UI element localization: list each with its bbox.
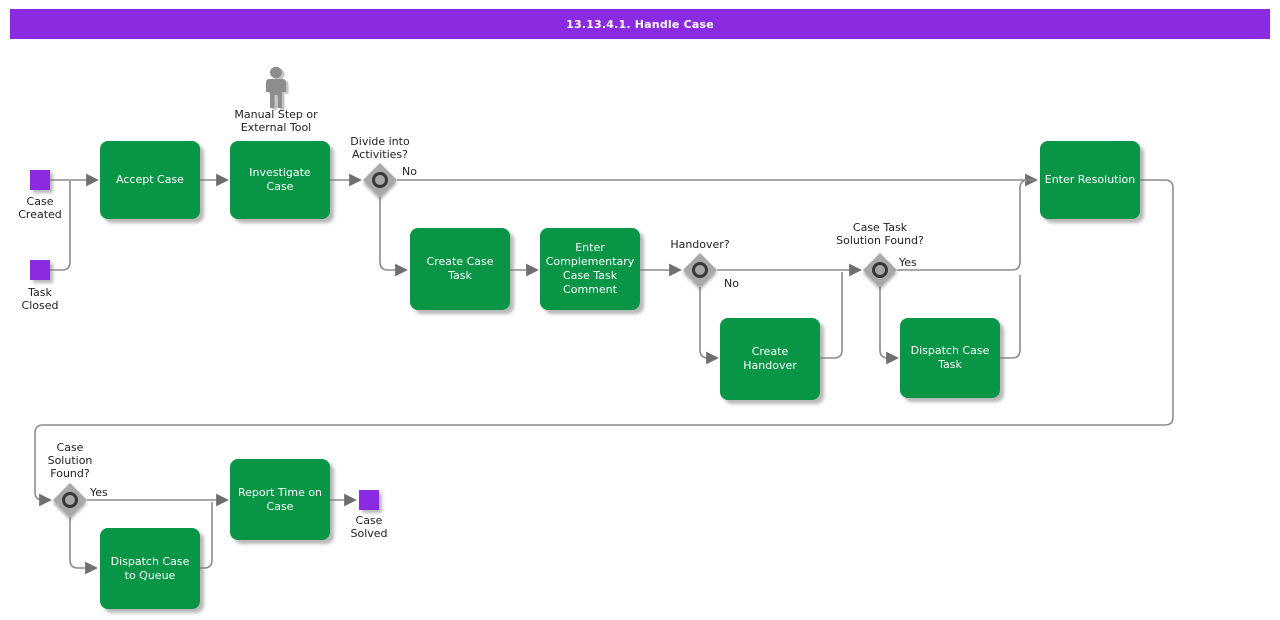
edge-divide-to-create-case-task [379, 197, 408, 277]
gateway-divide-label: Divide into Activities? [350, 135, 410, 161]
activity-dispatch-case-task[interactable]: Dispatch Case Task [900, 318, 1000, 398]
edge-label-case-solution-yes: Yes [90, 486, 108, 499]
event-case-solved[interactable] [359, 490, 379, 510]
edge-create-handover-merge [820, 272, 843, 359]
gateway-ring-icon [692, 262, 708, 278]
event-task-closed-label: Task Closed [21, 286, 59, 312]
edge-label-case-task-solution-yes: Yes [899, 256, 917, 269]
event-case-created-label: Case Created [18, 195, 62, 221]
gateway-ring-icon [872, 262, 888, 278]
manual-step-annotation: Manual Step or External Tool [234, 108, 318, 134]
event-case-solved-label: Case Solved [350, 514, 388, 540]
activity-investigate-case[interactable]: Investigate Case [230, 141, 330, 219]
activity-dispatch-case-task-label: Dispatch Case Task [910, 344, 990, 371]
activity-dispatch-case-to-queue[interactable]: Dispatch Case to Queue [100, 528, 200, 609]
activity-enter-complementary-comment[interactable]: Enter Complementary Case Task Comment [540, 228, 640, 310]
gateway-case-task-solution-found-label: Case Task Solution Found? [836, 221, 924, 247]
activity-enter-resolution[interactable]: Enter Resolution [1040, 141, 1140, 219]
gateway-ring-icon [62, 492, 78, 508]
gateway-handover[interactable] [683, 253, 717, 287]
activity-dispatch-case-to-queue-label: Dispatch Case to Queue [110, 554, 190, 582]
gateway-handover-label: Handover? [670, 238, 730, 251]
activity-accept-case-label: Accept Case [116, 173, 184, 186]
gateway-ring-icon [372, 172, 388, 188]
gateway-case-solution-found-label: Case Solution Found? [47, 441, 93, 480]
edge-ctsf-no-to-dispatch-case-task [879, 287, 899, 365]
activity-create-case-task[interactable]: Create Case Task [410, 228, 510, 310]
activity-create-handover-label: Create Handover [743, 345, 797, 372]
activity-create-handover[interactable]: Create Handover [720, 318, 820, 400]
person-icon [266, 66, 289, 110]
activity-enter-resolution-label: Enter Resolution [1044, 173, 1136, 186]
activity-accept-case[interactable]: Accept Case [100, 141, 200, 219]
activity-report-time-on-case-label: Report Time on Case [237, 485, 323, 513]
gateway-case-task-solution-found[interactable] [863, 253, 897, 287]
gateway-case-solution-found[interactable] [53, 483, 87, 517]
edge-dispatch-queue-merge [200, 502, 213, 569]
edge-label-divide-no: No [402, 165, 417, 178]
event-task-closed[interactable] [30, 260, 50, 280]
edge-dispatch-case-task-merge [1000, 275, 1021, 359]
diagram-title-bar: 13.13.4.1. Handle Case [10, 9, 1270, 39]
activity-enter-complementary-comment-label: Enter Complementary Case Task Comment [545, 241, 635, 296]
activity-report-time-on-case[interactable]: Report Time on Case [230, 459, 330, 540]
edge-csf-no-to-dispatch-queue [69, 517, 98, 575]
activity-investigate-case-label: Investigate Case [249, 166, 311, 193]
edge-handover-no-to-create-handover [699, 287, 719, 365]
edge-label-handover-no: No [724, 277, 739, 290]
gateway-divide-into-activities[interactable] [363, 163, 397, 197]
activity-create-case-task-label: Create Case Task [426, 255, 494, 282]
event-case-created[interactable] [30, 170, 50, 190]
